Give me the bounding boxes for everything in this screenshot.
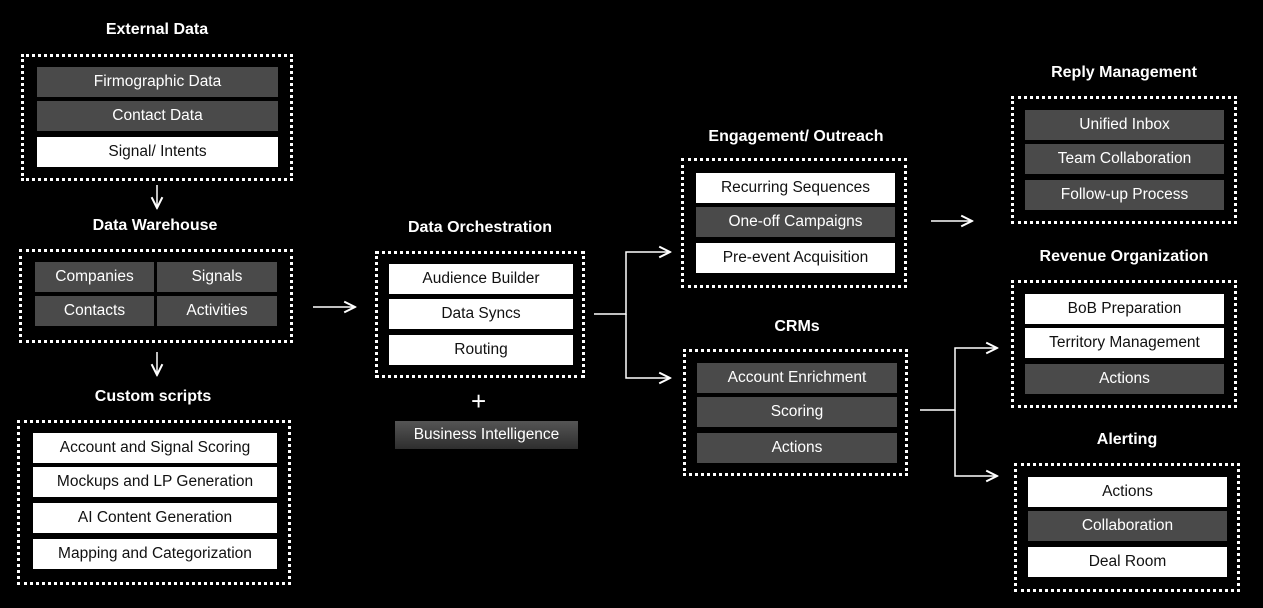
data-warehouse-group (19, 249, 293, 343)
alerting-item[interactable]: Deal Room (1028, 547, 1227, 577)
connector-crms-to-revenue (920, 348, 997, 411)
engagement-title: Engagement/ Outreach (708, 128, 884, 145)
data-warehouse-title: Data Warehouse (92, 217, 218, 234)
external-data-group (21, 54, 293, 181)
data-warehouse-item[interactable]: Companies (35, 262, 154, 292)
engagement-item[interactable]: Pre-event Acquisition (696, 243, 895, 273)
external-data-title: External Data (105, 21, 209, 38)
data-warehouse-item[interactable]: Activities (157, 296, 277, 326)
external-data-item[interactable]: Signal/ Intents (37, 137, 278, 167)
engagement-item[interactable]: One-off Campaigns (696, 207, 895, 237)
data-orchestration-item[interactable]: Data Syncs (389, 299, 573, 329)
revenue-organization-item[interactable]: BoB Preparation (1025, 294, 1224, 324)
alerting-item[interactable]: Collaboration (1028, 511, 1227, 541)
revenue-organization-item[interactable]: Territory Management (1025, 328, 1224, 358)
custom-scripts-item[interactable]: Account and Signal Scoring (33, 433, 277, 463)
custom-scripts-item[interactable]: AI Content Generation (33, 503, 277, 533)
reply-management-item[interactable]: Follow-up Process (1025, 180, 1224, 210)
data-orchestration-group (375, 251, 585, 378)
external-data-item[interactable]: Firmographic Data (37, 67, 278, 97)
revenue-organization-item[interactable]: Actions (1025, 364, 1224, 394)
reply-management-title: Reply Management (1051, 64, 1197, 81)
crms-item[interactable]: Scoring (697, 397, 897, 427)
connector-orchestration-split (594, 252, 670, 315)
crms-item[interactable]: Account Enrichment (697, 363, 897, 393)
alerting-title: Alerting (1096, 431, 1158, 448)
crms-group (683, 349, 908, 476)
connector-orchestration-to-crms (625, 314, 670, 378)
revenue-organization-group (1011, 280, 1237, 408)
reply-management-item[interactable]: Unified Inbox (1025, 110, 1224, 140)
alerting-item[interactable]: Actions (1028, 477, 1227, 507)
revenue-organization-title: Revenue Organization (1039, 248, 1209, 265)
custom-scripts-item[interactable]: Mockups and LP Generation (33, 467, 277, 497)
business-intelligence-box[interactable]: Business Intelligence (395, 421, 578, 449)
data-warehouse-item[interactable]: Contacts (35, 296, 154, 326)
crms-title: CRMs (774, 318, 820, 335)
reply-management-group (1011, 96, 1237, 224)
data-orchestration-item[interactable]: Audience Builder (389, 264, 573, 294)
data-orchestration-item[interactable]: Routing (389, 335, 573, 365)
data-orchestration-title: Data Orchestration (407, 219, 553, 236)
custom-scripts-title: Custom scripts (94, 388, 212, 405)
crms-item[interactable]: Actions (697, 433, 897, 463)
plus-icon: + (471, 386, 487, 416)
engagement-item[interactable]: Recurring Sequences (696, 173, 895, 203)
alerting-group (1014, 463, 1240, 592)
custom-scripts-group (17, 420, 291, 585)
external-data-item[interactable]: Contact Data (37, 101, 278, 131)
reply-management-item[interactable]: Team Collaboration (1025, 144, 1224, 174)
data-warehouse-item[interactable]: Signals (157, 262, 277, 292)
connector-crms-to-alerting (954, 410, 997, 476)
engagement-group (681, 158, 907, 288)
custom-scripts-item[interactable]: Mapping and Categorization (33, 539, 277, 569)
